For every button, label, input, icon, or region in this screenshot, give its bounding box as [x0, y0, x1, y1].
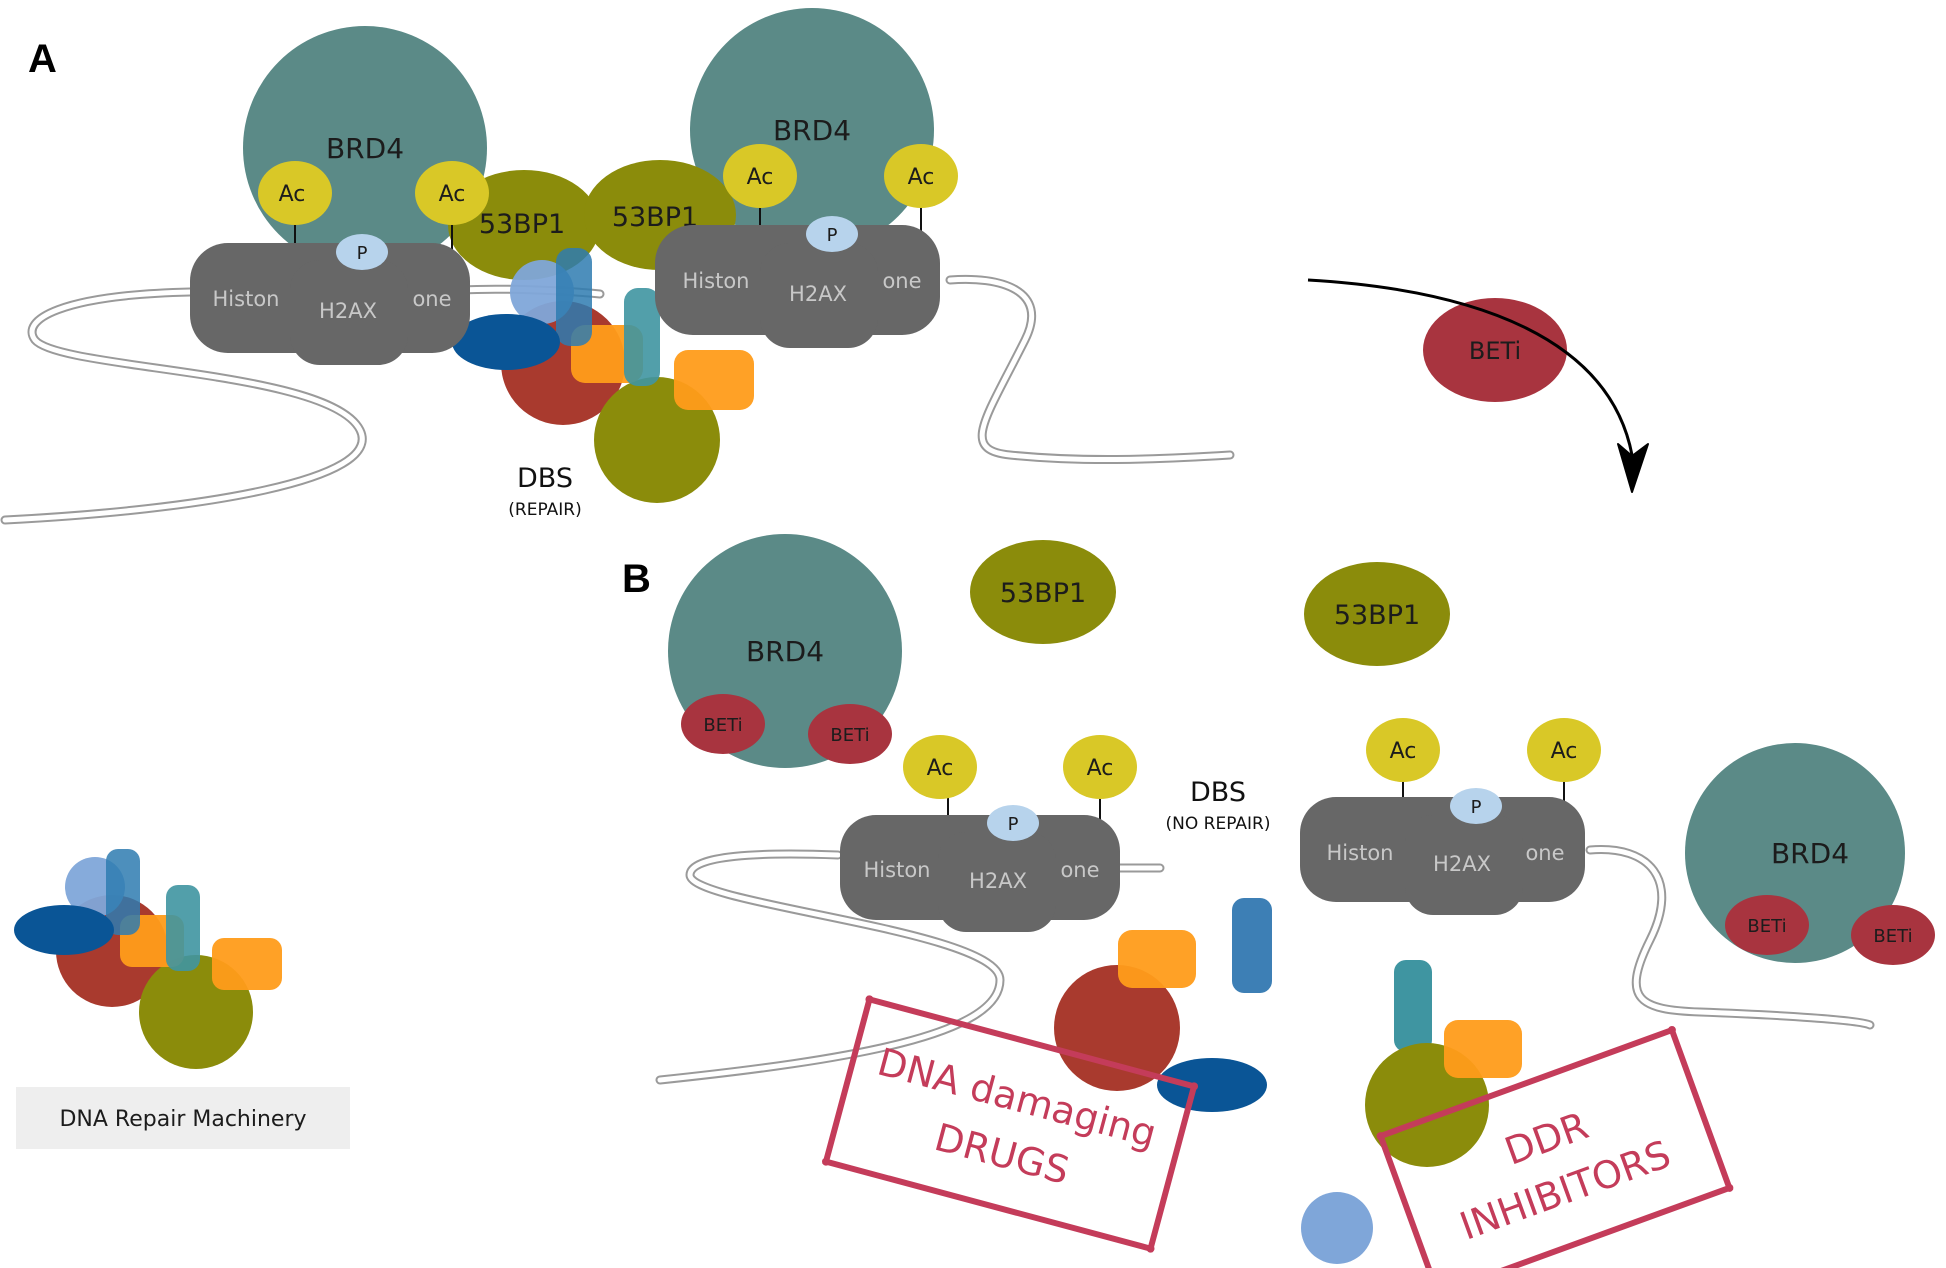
- histone-h2ax: [1405, 815, 1523, 915]
- ac-label: Ac: [908, 165, 935, 190]
- dbs-repair-label: (REPAIR): [508, 500, 581, 520]
- beti-label: BETi: [703, 715, 742, 736]
- p-label: P: [357, 243, 368, 264]
- histon-label: Histon: [864, 858, 931, 882]
- p-label: P: [1471, 797, 1482, 818]
- histone-h2ax: [938, 832, 1056, 932]
- histone-suffix-label: one: [882, 269, 921, 293]
- legend-caption: DNA Repair Machinery: [59, 1107, 306, 1132]
- beti-inhibitor: [1725, 895, 1809, 955]
- 53bp1-protein-b1: 53BP1: [970, 540, 1116, 644]
- repair-protein-navy: [1157, 1058, 1267, 1112]
- beti-label: BETi: [830, 725, 869, 746]
- repair-protein-blue: [1232, 898, 1272, 993]
- repair-protein-lightblue: [1301, 1192, 1373, 1264]
- nucleosome-a2: Histon one H2AX Ac Ac P: [655, 144, 958, 348]
- repair-proteins-dispersed: [1054, 898, 1522, 1264]
- nucleosome-b1: Histon one H2AX Ac Ac P: [840, 735, 1137, 932]
- beti-inhibitor: [681, 694, 765, 754]
- histone-h2ax: [290, 260, 408, 365]
- beti-label: BETi: [1747, 916, 1786, 937]
- ac-label: Ac: [1390, 739, 1417, 764]
- repair-protein-orange: [1444, 1020, 1522, 1078]
- repair-protein-navy: [452, 314, 560, 370]
- phospho-group: [336, 234, 388, 270]
- 53bp1-label: 53BP1: [1334, 600, 1420, 631]
- dbs-label-a: DBS: [517, 463, 573, 494]
- p-label: P: [1008, 814, 1019, 835]
- histone-suffix-label: one: [412, 287, 451, 311]
- h2ax-label: H2AX: [1433, 852, 1491, 876]
- panel-label-b: B: [622, 557, 651, 601]
- acetyl-group: [1366, 718, 1440, 782]
- dbs-label-b: DBS: [1190, 777, 1246, 808]
- phospho-group: [1450, 788, 1502, 824]
- ac-label: Ac: [1551, 739, 1578, 764]
- brd4-label: BRD4: [746, 635, 824, 668]
- legend-repair-machinery: DNA Repair Machinery: [14, 849, 350, 1149]
- legend-orange-protein: [212, 938, 282, 990]
- brd4-protein-b1: BRD4 BETi BETi: [668, 534, 902, 768]
- transition-arrow: [1307, 278, 1649, 493]
- ac-label: Ac: [1087, 756, 1114, 781]
- legend-teal-protein: [166, 885, 200, 971]
- panel-label-a: A: [28, 37, 57, 81]
- repair-protein-teal: [624, 288, 660, 386]
- nucleosome-a1: Histon one H2AX Ac Ac P: [190, 161, 489, 365]
- dbs-no-repair-label: (NO REPAIR): [1166, 814, 1271, 834]
- brd4-label: BRD4: [773, 114, 851, 147]
- acetyl-group: [1063, 735, 1137, 799]
- beti-inhibitor: [1851, 905, 1935, 965]
- phospho-group: [806, 216, 858, 252]
- histon-label: Histon: [1327, 841, 1394, 865]
- histon-label: Histon: [213, 287, 280, 311]
- legend-navy-protein: [14, 905, 114, 955]
- beti-label: BETi: [1873, 926, 1912, 947]
- histone-suffix-label: one: [1060, 858, 1099, 882]
- beti-label: BETi: [1469, 337, 1521, 365]
- 53bp1-label: 53BP1: [1000, 578, 1086, 609]
- beti-inhibitor: [808, 704, 892, 764]
- ac-label: Ac: [747, 165, 774, 190]
- dna-strand-b: [655, 845, 1875, 1085]
- ac-label: Ac: [439, 182, 466, 207]
- h2ax-label: H2AX: [969, 869, 1027, 893]
- histon-label: Histon: [683, 269, 750, 293]
- h2ax-label: H2AX: [789, 282, 847, 306]
- brd4-label: BRD4: [1771, 837, 1849, 870]
- acetyl-group: [258, 161, 332, 225]
- histone-suffix-label: one: [1525, 841, 1564, 865]
- acetyl-group: [884, 144, 958, 208]
- acetyl-group: [723, 144, 797, 208]
- acetyl-group: [415, 161, 489, 225]
- histone-h2ax: [760, 243, 878, 348]
- p-label: P: [827, 225, 838, 246]
- repair-protein-teal: [1394, 960, 1432, 1052]
- nucleosome-b2: Histon one H2AX Ac Ac P: [1300, 718, 1601, 915]
- acetyl-group: [903, 735, 977, 799]
- repair-protein-orange: [1118, 930, 1196, 988]
- phospho-group: [987, 805, 1039, 841]
- legend-caption-box: [16, 1087, 350, 1149]
- h2ax-label: H2AX: [319, 299, 377, 323]
- brd4-label: BRD4: [326, 132, 404, 165]
- repair-protein-orange: [674, 350, 754, 410]
- 53bp1-protein-b2: 53BP1: [1304, 562, 1450, 666]
- ac-label: Ac: [279, 182, 306, 207]
- brd4-protein-b2: BRD4 BETi BETi: [1685, 743, 1935, 965]
- 53bp1-label: 53BP1: [479, 209, 565, 240]
- acetyl-group: [1527, 718, 1601, 782]
- beti-molecule: BETi: [1423, 298, 1567, 402]
- repair-protein-blue: [556, 248, 592, 346]
- ac-label: Ac: [927, 756, 954, 781]
- repair-machinery-cluster-a: [452, 248, 754, 503]
- legend-blue-protein: [106, 849, 140, 935]
